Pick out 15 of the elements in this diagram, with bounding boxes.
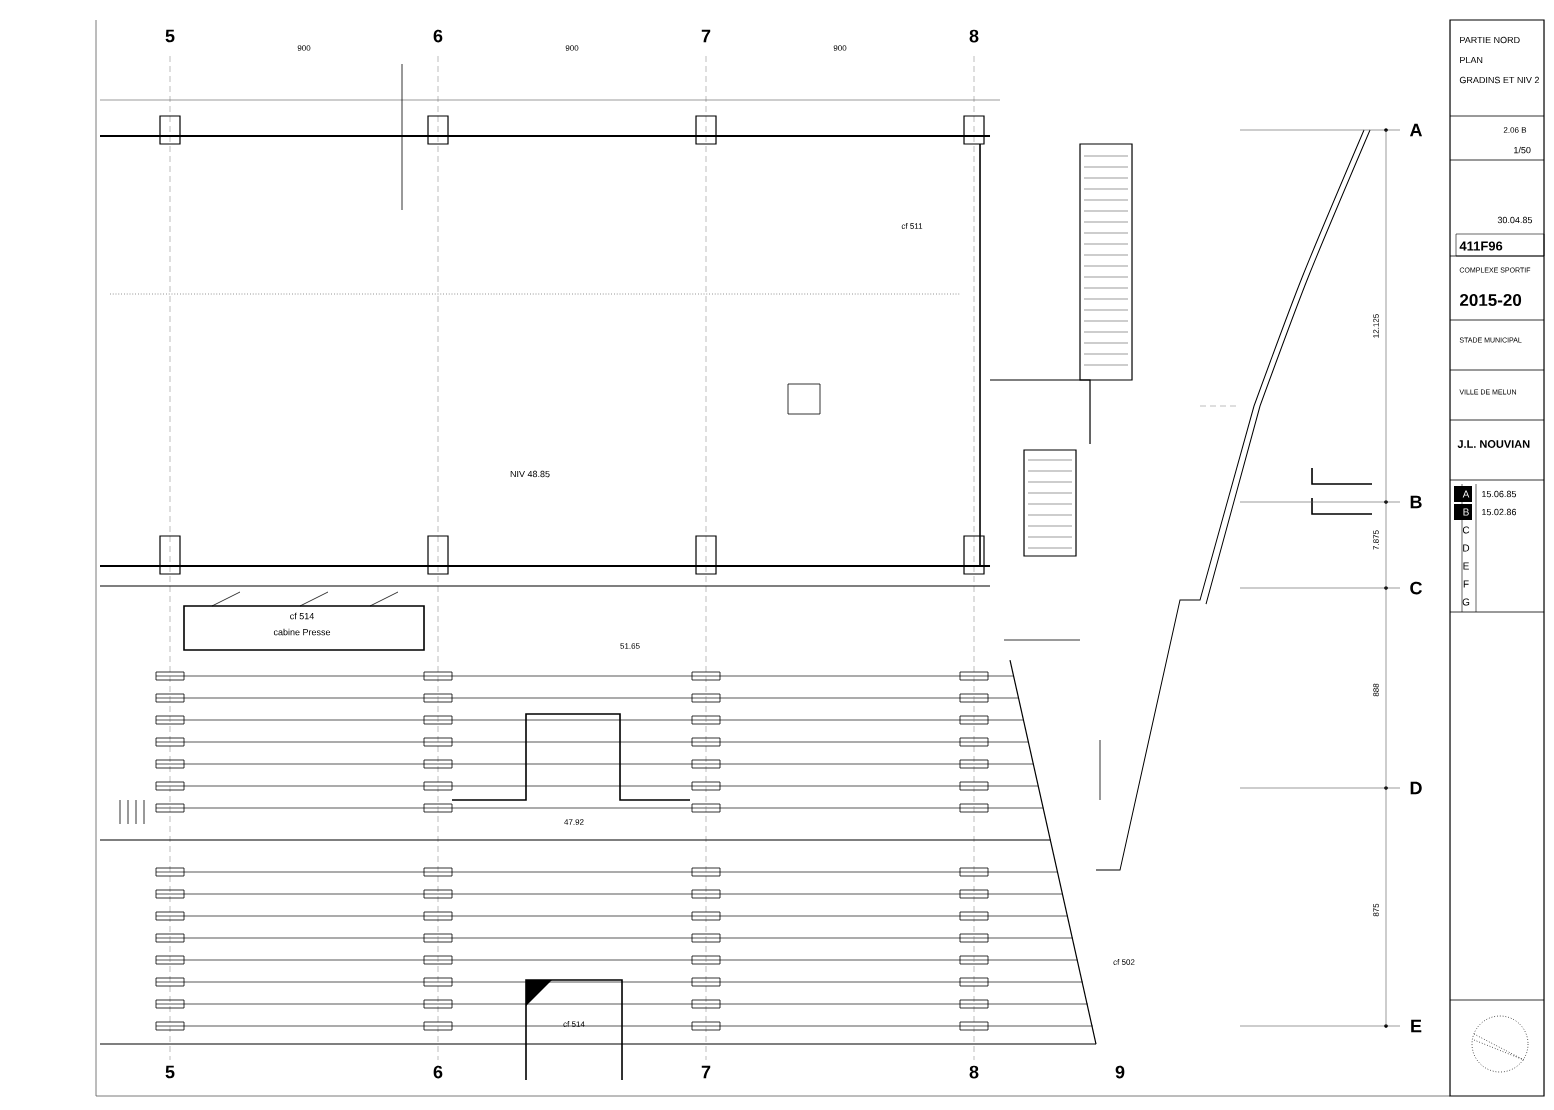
- grid-axis-label: B: [1410, 495, 1422, 509]
- grid-axis-label: 6: [433, 1065, 443, 1079]
- grid-axis-label: 5: [165, 1065, 175, 1079]
- title-block-text: 2015-20: [1460, 294, 1522, 306]
- grid-axis-label: 8: [969, 29, 979, 43]
- grid-axis-label: D: [1410, 781, 1422, 795]
- grid-axis-label: 9: [1115, 1065, 1125, 1079]
- grid-axis-label: 7: [701, 29, 711, 43]
- grid-axis-label: 8: [969, 1065, 979, 1079]
- grid-axis-label: C: [1410, 581, 1423, 595]
- grid-axis-label: A: [1409, 123, 1423, 137]
- grid-axis-label: 6: [433, 29, 443, 43]
- grid-axis-label: 5: [165, 29, 175, 43]
- grid-axis-label: 7: [701, 1065, 711, 1079]
- grid-axis-label: E: [1411, 1019, 1422, 1033]
